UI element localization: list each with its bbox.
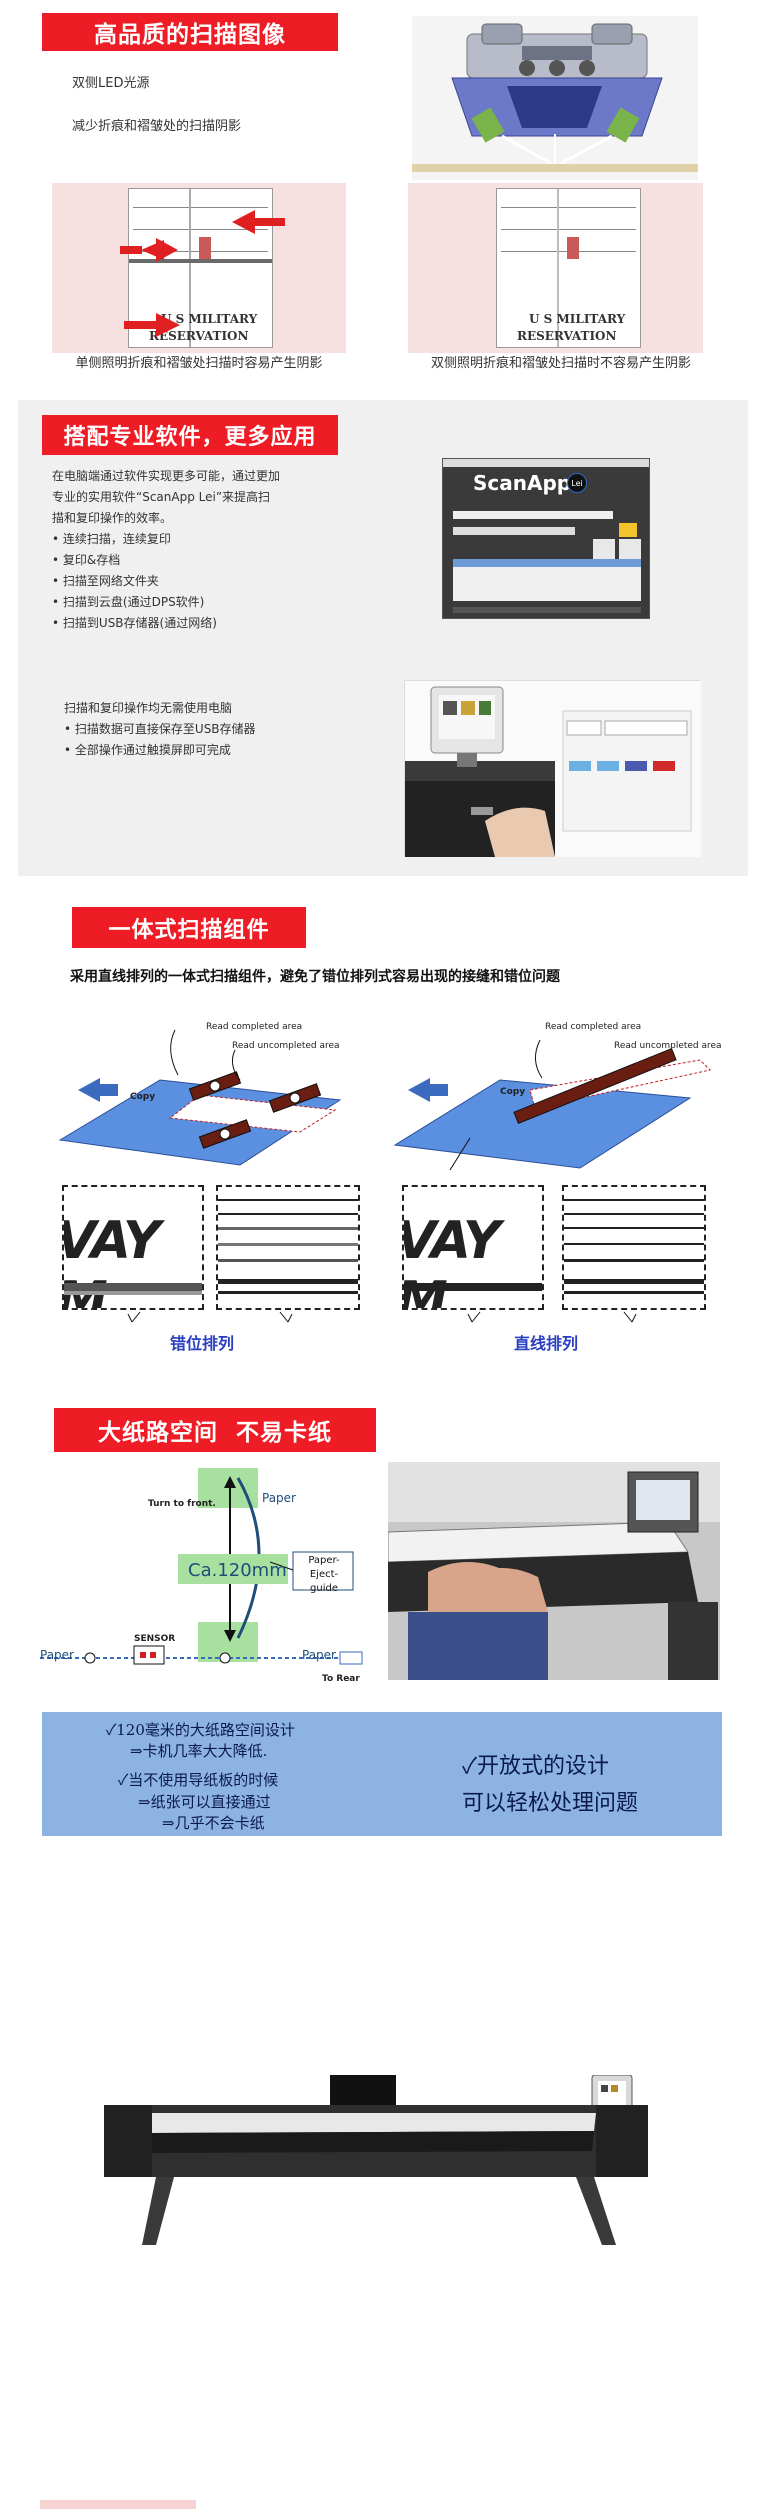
linear-lines-sample [562,1185,706,1310]
bullet-2: • 复印&存档 [52,553,121,567]
standalone-title: 扫描和复印操作均无需使用电脑 [64,701,233,715]
staggered-lines-sample [216,1185,360,1310]
turn-to-front-label: Turn to front. [148,1499,216,1509]
intro-line-1: 在电脑端通过软件实现更多可能，通过更加 [52,469,281,483]
bullet-4: • 扫描到云盘(通过DPS软件) [52,595,205,609]
scanapp-logo: ScanApp [473,471,572,495]
caption-single-side: 单侧照明折痕和褶皱处扫描时容易产生阴影 [75,356,323,371]
scan-text-military-right: U S MILITARY [529,312,626,326]
staggered-read-completed: Read completed area [206,1022,303,1032]
scanner-cross-section-diagram [412,16,698,180]
linear-read-completed: Read completed area [545,1022,642,1032]
to-rear-label: To Rear [322,1674,360,1684]
staggered-scan-diagram [50,1020,360,1180]
red-arrows-left [120,190,290,350]
paper-eject-guide-label: Paper-Eject-guide [308,1555,340,1594]
note-open-design: ✓开放式的设计 [462,1754,610,1779]
bullet-3: • 扫描至网络文件夹 [52,574,159,588]
scan-text-reservation-right: RESERVATION [517,329,617,343]
paper-path-diagram [40,1462,382,1694]
scan-text-military-left: U S MILITARY [161,312,258,326]
section3-subtitle: 采用直线排列的一体式扫描组件，避免了错位排列式容易出现的接缝和错位问题 [70,969,560,985]
scanapp-lei-badge: Lei [567,473,587,493]
operator-photo [387,1462,720,1680]
section2-title: 搭配专业软件，更多应用 [42,415,338,455]
standalone-bullet-2: • 全部操作通过触摸屏即可完成 [64,743,231,757]
scan-text-reservation-left: RESERVATION [149,329,249,343]
scanner-product-image [96,2074,658,2245]
section4-title: 大纸路空间 不易卡纸 [54,1408,376,1452]
note-line-1: ✓120毫米的大纸路空间设计 [106,1721,295,1739]
sample-arrows [60,1308,720,1328]
intro-line-3: 描和复印操作的效率。 [52,511,173,525]
standalone-block: 扫描和复印操作均无需使用电脑 • 扫描数据可直接保存至USB存储器 • 全部操作… [64,698,364,761]
scan-sample-right: U S MILITARY RESERVATION [496,188,641,348]
note-line-3: ✓当不使用导纸板的时候 [118,1771,279,1789]
staggered-read-uncompleted: Read uncompleted area [232,1041,340,1051]
bottom-next-section-hint [40,2500,196,2509]
paper-label-right: Paper [302,1648,336,1662]
staggered-copy-label: Copy [130,1092,156,1102]
ca-120mm-label: Ca.120mm [188,1560,287,1581]
section1-title: 高品质的扫描图像 [42,13,338,51]
note-line-5: ⇒几乎不会卡纸 [162,1814,265,1832]
linear-read-uncompleted: Read uncompleted area [614,1041,722,1051]
note-easy-handling: 可以轻松处理问题 [462,1791,639,1816]
label-staggered: 错位排列 [170,1334,235,1353]
linear-copy-label: Copy [500,1087,526,1097]
bullet-5: • 扫描到USB存储器(通过网络) [52,616,217,630]
linear-scan-diagram [390,1020,730,1180]
note-line-4: ⇒纸张可以直接通过 [138,1793,271,1811]
paper-label-top: Paper [262,1491,296,1505]
feature-shadow: 减少折痕和褶皱处的扫描阴影 [72,119,242,134]
paper-label-left: Paper [40,1648,74,1662]
bullet-1: • 连续扫描，连续复印 [52,532,171,546]
paper-path-notes [42,1712,722,1836]
label-linear: 直线排列 [514,1334,579,1353]
touchscreen-photo [404,680,701,857]
sensor-label: SENSOR [134,1634,176,1644]
section3-title: 一体式扫描组件 [72,907,306,948]
linear-text-sample: VAY M [402,1185,544,1310]
scanapp-window: ScanApp Lei [442,458,650,619]
intro-line-2: 专业的实用软件“ScanApp Lei”来提高扫 [52,490,271,504]
feature-led: 双侧LED光源 [72,76,150,91]
standalone-bullet-1: • 扫描数据可直接保存至USB存储器 [64,722,256,736]
software-intro: 在电脑端通过软件实现更多可能，通过更加 专业的实用软件“ScanApp Lei”… [52,466,352,634]
caption-dual-side: 双侧照明折痕和褶皱处扫描时不容易产生阴影 [430,356,691,371]
staggered-text-sample: VAY M [62,1185,204,1310]
note-line-2: ⇒卡机几率大大降低. [130,1742,268,1760]
